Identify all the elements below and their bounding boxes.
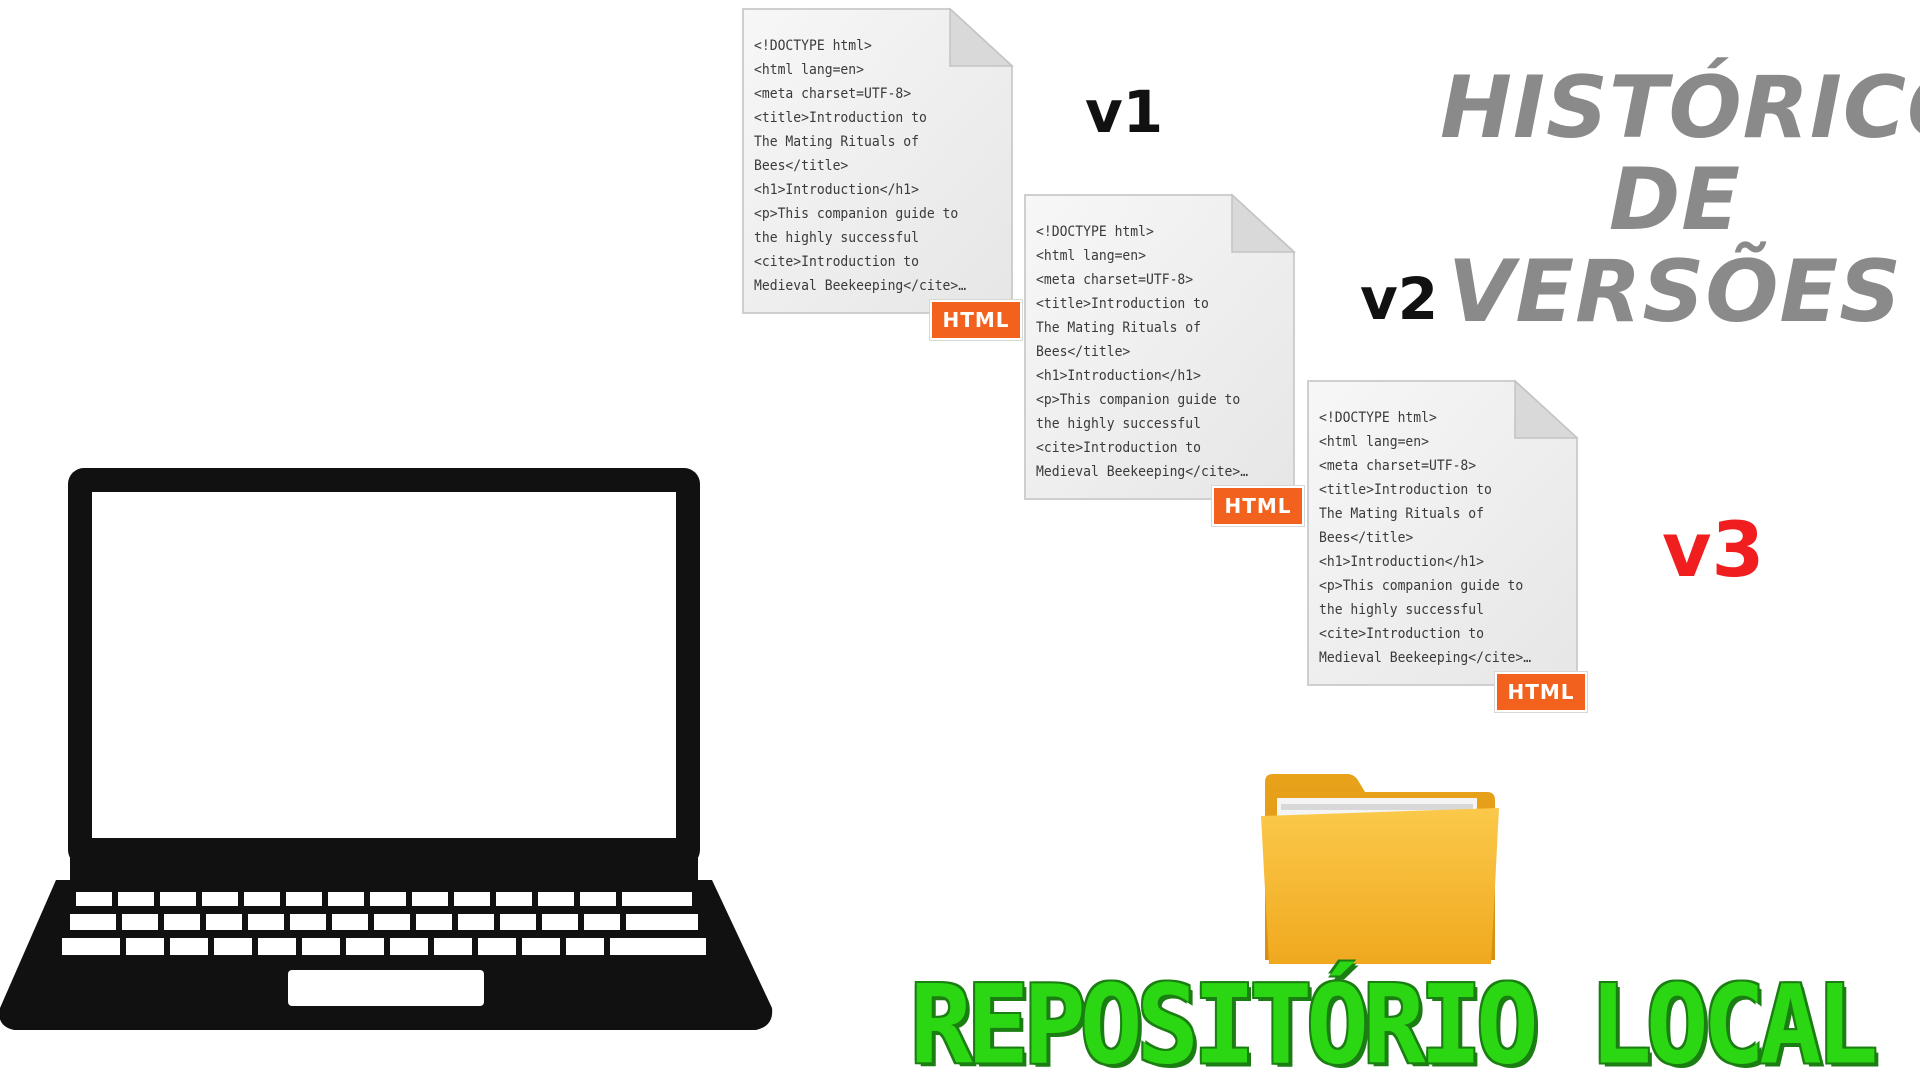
code-line: The Mating Rituals of	[1036, 320, 1201, 336]
code-line: <html lang=en>	[1036, 248, 1146, 264]
code-line: <h1>Introduction</h1>	[1319, 554, 1484, 570]
laptop-icon	[0, 468, 773, 1030]
html-document-v1: <!DOCTYPE html> <html lang=en> <meta cha…	[740, 6, 1022, 340]
code-line: <!DOCTYPE html>	[1036, 224, 1154, 240]
code-line: Bees</title>	[1319, 530, 1414, 546]
code-line: <html lang=en>	[754, 62, 864, 78]
code-line: <title>Introduction to	[1319, 482, 1492, 498]
code-line: <title>Introduction to	[754, 110, 927, 126]
code-line: <html lang=en>	[1319, 434, 1429, 450]
code-line: <meta charset=UTF-8>	[754, 86, 912, 102]
code-line: <!DOCTYPE html>	[754, 38, 872, 54]
code-line: <cite>Introduction to	[1036, 440, 1201, 456]
code-line: Medieval Beekeeping</cite>…	[754, 278, 967, 294]
page-title: HISTÓRICO DE VERSÕES	[1440, 58, 1920, 342]
code-line: <p>This companion guide to	[754, 206, 959, 222]
repository-label: REPOSITÓRIO LOCAL	[910, 960, 1878, 1089]
code-line: The Mating Rituals of	[754, 134, 919, 150]
code-line: the highly successful	[1319, 602, 1484, 618]
html-badge: HTML	[1212, 486, 1304, 526]
code-line: the highly successful	[1036, 416, 1201, 432]
code-line: Medieval Beekeeping</cite>…	[1036, 464, 1249, 480]
document-code: <!DOCTYPE html> <html lang=en> <meta cha…	[1036, 220, 1259, 484]
code-line: Bees</title>	[1036, 344, 1131, 360]
document-sheet-icon	[1307, 379, 1579, 686]
code-line: <p>This companion guide to	[1036, 392, 1241, 408]
code-line: <cite>Introduction to	[754, 254, 919, 270]
version-label-v2: v2	[1360, 265, 1439, 333]
code-line: <meta charset=UTF-8>	[1319, 458, 1477, 474]
code-line: Medieval Beekeeping</cite>…	[1319, 650, 1532, 666]
version-label-v3: v3	[1662, 505, 1765, 594]
code-line: <!DOCTYPE html>	[1319, 410, 1437, 426]
code-line: The Mating Rituals of	[1319, 506, 1484, 522]
folder-icon	[1261, 774, 1499, 964]
html-document-v2: <!DOCTYPE html> <html lang=en> <meta cha…	[1022, 192, 1304, 526]
code-line: <h1>Introduction</h1>	[754, 182, 919, 198]
touchpad	[288, 970, 484, 1006]
code-line: <cite>Introduction to	[1319, 626, 1484, 642]
html-badge: HTML	[930, 300, 1022, 340]
title-line-1: HISTÓRICO	[1440, 58, 1920, 158]
version-label-v1: v1	[1085, 78, 1164, 146]
code-line: <p>This companion guide to	[1319, 578, 1524, 594]
keyboard	[62, 892, 706, 955]
title-line-2: DE VERSÕES	[1447, 150, 1903, 342]
document-code: <!DOCTYPE html> <html lang=en> <meta cha…	[754, 34, 977, 298]
code-line: <meta charset=UTF-8>	[1036, 272, 1194, 288]
code-line: <h1>Introduction</h1>	[1036, 368, 1201, 384]
html-badge: HTML	[1495, 672, 1587, 712]
html-document-v3: <!DOCTYPE html> <html lang=en> <meta cha…	[1305, 378, 1587, 712]
document-code: <!DOCTYPE html> <html lang=en> <meta cha…	[1319, 406, 1542, 670]
code-line: <title>Introduction to	[1036, 296, 1209, 312]
code-line: the highly successful	[754, 230, 919, 246]
document-sheet-icon	[742, 7, 1014, 314]
code-line: Bees</title>	[754, 158, 849, 174]
document-sheet-icon	[1024, 193, 1296, 500]
